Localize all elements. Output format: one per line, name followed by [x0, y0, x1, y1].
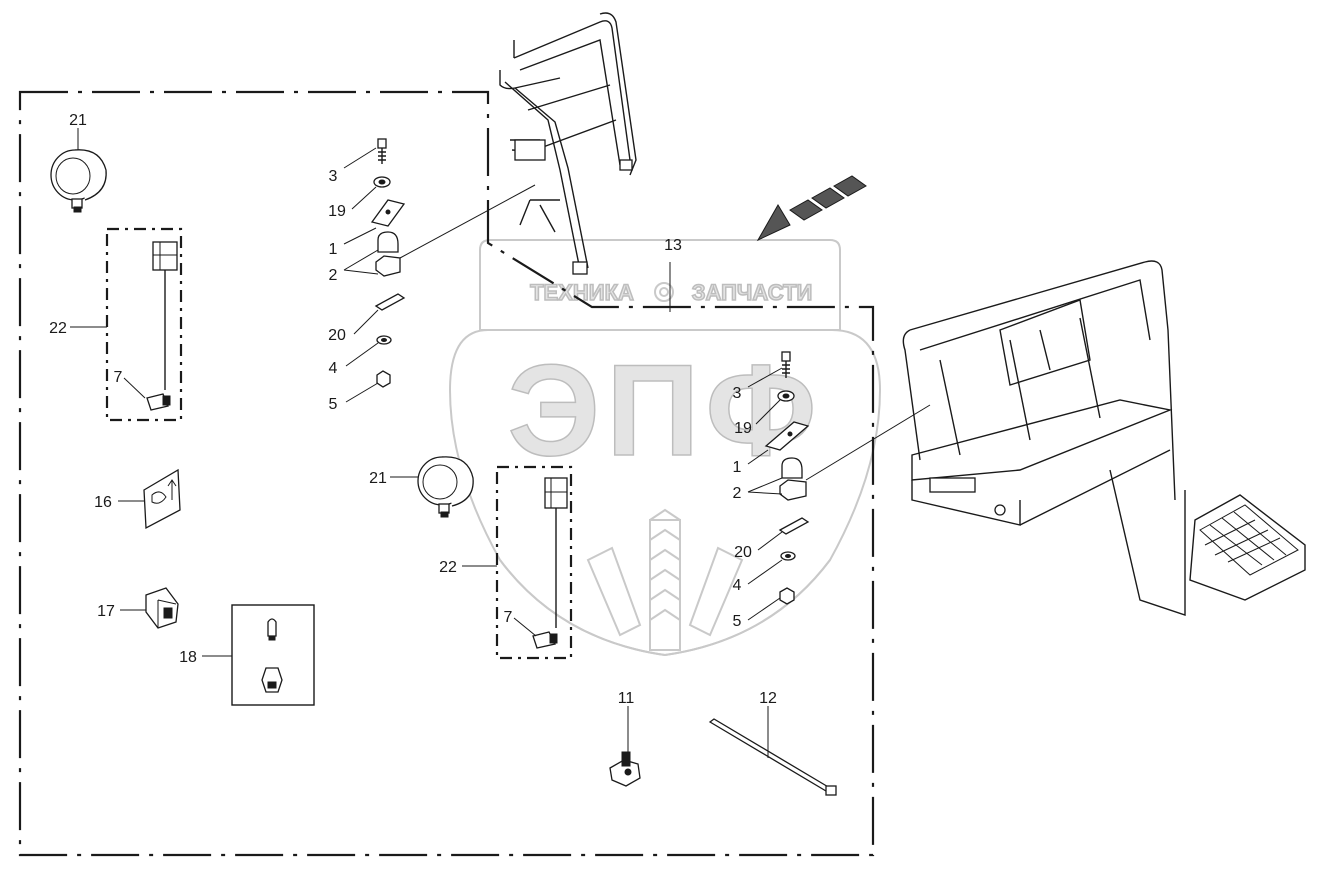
callout-7-center: 7 [504, 609, 513, 626]
callout-7-left: 7 [114, 369, 123, 386]
callout-5-lower: 5 [733, 613, 742, 630]
wiring-harness-center [532, 477, 568, 649]
watermark-caption-left: ТЕХНИКА [530, 280, 634, 305]
watermark-logo: ЭПФ [508, 337, 823, 483]
callout-3-upper: 3 [329, 168, 338, 185]
callout-2-upper: 2 [329, 267, 338, 284]
callout-leaders [70, 128, 783, 758]
callout-4-upper: 4 [329, 360, 338, 377]
bulb-kit-box [231, 604, 315, 706]
callout-4-lower: 4 [733, 577, 742, 594]
harness-kit-box-center [495, 465, 573, 660]
callout-3-lower: 3 [733, 385, 742, 402]
callout-18: 18 [179, 649, 197, 666]
callout-1-lower: 1 [733, 459, 742, 476]
callout-2-lower: 2 [733, 485, 742, 502]
ladder-assembly [499, 12, 637, 275]
harness-kit-box-left [105, 227, 183, 422]
lower-clamp-link-line [805, 404, 931, 481]
upper-clamp-link-line [399, 184, 536, 259]
direction-arrow-icon [756, 175, 867, 242]
bulb-set [261, 618, 283, 693]
assembly-frame [18, 90, 875, 857]
callout-19-lower: 19 [734, 420, 752, 437]
callout-20-lower: 20 [734, 544, 752, 561]
callout-5-upper: 5 [329, 396, 338, 413]
callout-21-left: 21 [69, 112, 87, 129]
callout-12: 12 [759, 690, 777, 707]
callout-22-left: 22 [49, 320, 67, 337]
work-lamp-left [50, 149, 107, 213]
callout-20-upper: 20 [328, 327, 346, 344]
mount-stack-upper [370, 138, 406, 388]
cable-tie [708, 718, 837, 796]
platform-assembly [902, 260, 1306, 616]
headlight-decal [143, 468, 181, 530]
callout-1-upper: 1 [329, 241, 338, 258]
callout-17: 17 [97, 603, 115, 620]
watermark: ЭПФ ТЕХНИКА ЗАПЧАСТИ [448, 239, 882, 657]
callout-19-upper: 19 [328, 203, 346, 220]
rocker-switch [145, 587, 179, 629]
callout-22-center: 22 [439, 559, 457, 576]
callout-11: 11 [618, 690, 635, 707]
watermark-grain-icon [586, 508, 744, 651]
mount-stack-lower [764, 351, 810, 605]
callout-13: 13 [664, 237, 682, 254]
watermark-caption-right: ЗАПЧАСТИ [692, 280, 813, 305]
work-lamp-center [417, 456, 474, 518]
cable-clip [609, 751, 641, 787]
callout-21-center: 21 [369, 470, 387, 487]
callout-16: 16 [94, 494, 112, 511]
wiring-harness-left [146, 241, 178, 411]
callout-labels: 21 22 7 16 17 18 3 19 1 2 20 4 5 13 3 19… [49, 112, 777, 707]
watermark-gear-icon [654, 282, 674, 302]
